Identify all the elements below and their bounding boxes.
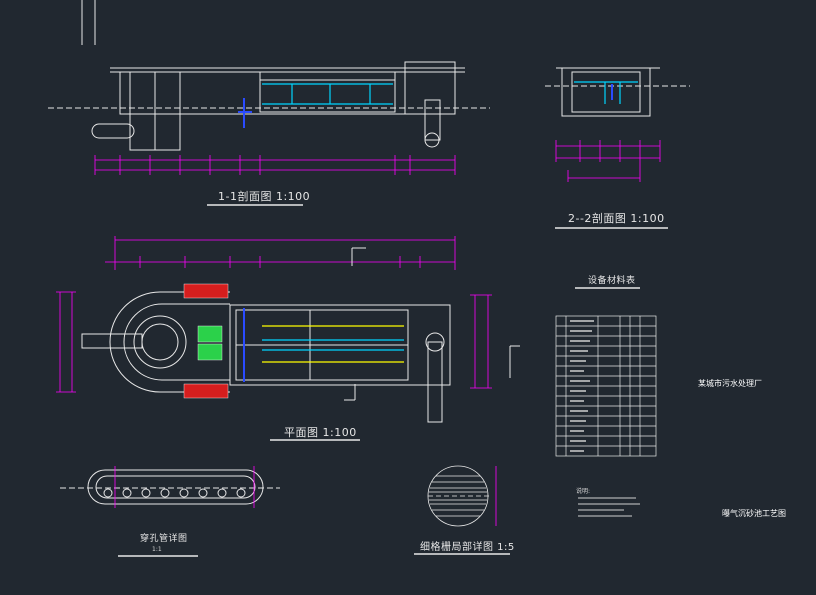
side-label-project: 某城市污水处理厂 [698,379,762,388]
plan-aeration-lines [243,308,404,382]
title-fine-screen-detail: 细格栅局部详图 1:5 [420,542,515,553]
title-equipment-table: 设备材料表 [588,276,636,286]
section-2-2 [545,67,690,117]
plan-dimensions [56,236,492,393]
section-2-2-dimensions [555,140,661,182]
notes-heading: 说明: [576,488,591,495]
section-1-1-water [262,83,393,105]
section-1-1-pipe [238,98,252,128]
perforated-pipe-dimensions [114,466,255,508]
fine-screen-detail [427,465,490,527]
perforated-pipe-detail [60,469,280,505]
section-2-2-water [574,81,638,104]
title-underlines [118,204,668,557]
notes-lines [578,497,640,517]
equipment-table [555,315,657,457]
equipment-table-cell-marks [570,320,594,452]
side-label-drawing: 曝气沉砂池工艺图 [722,509,786,518]
plan-red-grilles [183,283,229,399]
title-section-2-2: 2--2剖面图 1:100 [568,212,665,225]
section-1-1-dimensions [94,155,456,175]
title-plan: 平面图 1:100 [284,426,357,439]
plan-green-screens [197,325,223,361]
section-1-1 [48,0,490,151]
title-section-1-1: 1-1剖面图 1:100 [218,190,311,203]
plan-structure [81,247,520,423]
title-pipe-detail-scale: 1:1 [152,546,162,553]
title-pipe-detail: 穿孔管详图 [140,534,188,544]
